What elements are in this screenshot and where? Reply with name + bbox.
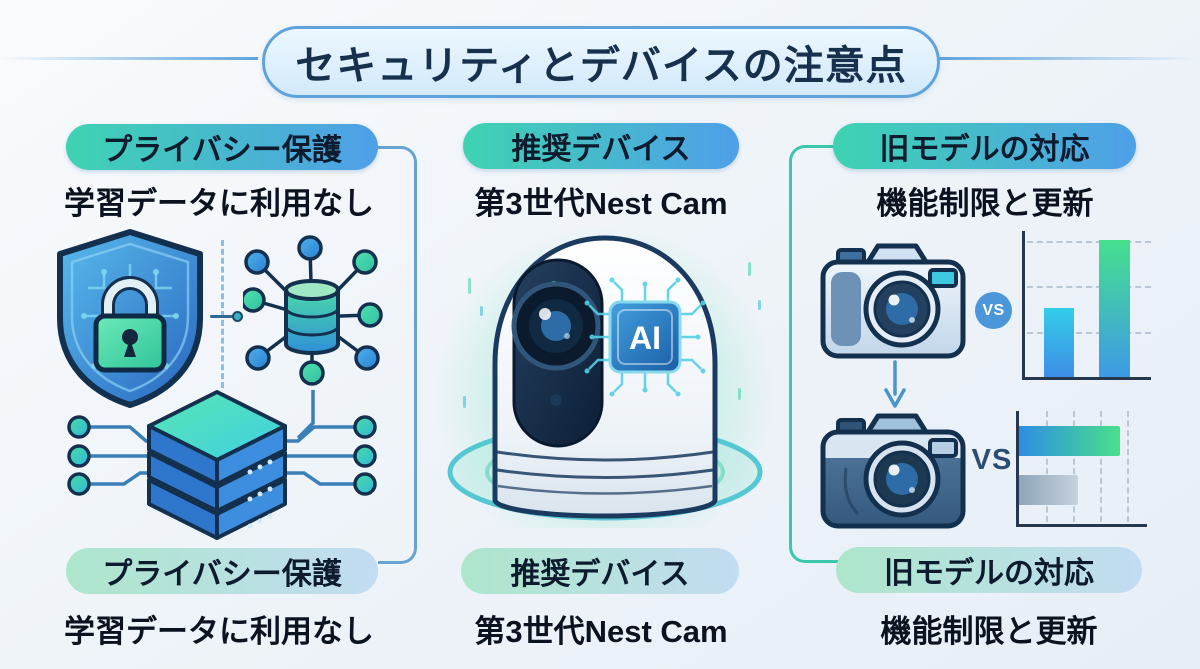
- vs-badge-label: VS: [982, 301, 1005, 319]
- legacy-bottom-pill-label: 旧モデルの対応: [884, 557, 1094, 590]
- circuit-dash: [480, 306, 483, 316]
- camera-new-icon: [820, 243, 966, 359]
- circuit-dash: [738, 388, 741, 400]
- bar-chart-vertical: [1022, 231, 1151, 380]
- server-stack-icon: [67, 390, 377, 540]
- title-connector-line-left: [0, 57, 258, 60]
- gridline: [1099, 411, 1102, 522]
- device-bottom-pill-label: 推奨デバイス: [510, 558, 690, 591]
- vs-badge: VS: [975, 292, 1012, 329]
- legacy-bottom-pill: 旧モデルの対応: [836, 547, 1142, 593]
- connector-dot: [232, 311, 243, 322]
- device-top-pill-label: 推奨デバイス: [511, 133, 691, 166]
- circuit-dash: [758, 300, 761, 310]
- privacy-top-pill-label: プライバシー保護: [102, 134, 342, 167]
- device-bottom-caption: 第3世代Nest Cam: [474, 614, 728, 649]
- hbar-new-model: [1019, 425, 1121, 457]
- gridline: [1072, 411, 1075, 522]
- nest-cam-illustration: AI: [447, 235, 763, 521]
- privacy-bottom-caption: 学習データに利用なし: [64, 614, 374, 649]
- gridline: [1045, 411, 1048, 522]
- vbar-new-model: [1099, 239, 1130, 377]
- gridline: [1027, 331, 1151, 334]
- gridline: [1126, 411, 1129, 522]
- privacy-bracket: [378, 146, 417, 564]
- gridline: [1027, 241, 1151, 244]
- down-arrow-icon: [884, 360, 906, 408]
- circuit-dash: [463, 396, 466, 408]
- privacy-top-caption: 学習データに利用なし: [64, 186, 374, 221]
- legacy-bracket: [789, 145, 838, 563]
- network-nodes-icon: [243, 235, 383, 386]
- legacy-bottom-caption: 機能制限と更新: [880, 614, 1098, 649]
- device-top-pill: 推奨デバイス: [463, 123, 739, 169]
- page-title: セキュリティとデバイスの注意点: [262, 26, 940, 98]
- privacy-top-pill: プライバシー保護: [66, 124, 378, 170]
- bar-chart-horizontal: [1016, 411, 1147, 527]
- privacy-bottom-pill-label: プライバシー保護: [102, 558, 342, 591]
- circuit-dash: [748, 262, 751, 276]
- connector-line: [210, 315, 236, 318]
- legacy-top-caption: 機能制限と更新: [876, 186, 1094, 221]
- camera-old-icon: [820, 413, 966, 529]
- gridline: [1027, 286, 1151, 289]
- device-bottom-pill: 推奨デバイス: [461, 548, 739, 594]
- device-top-caption: 第3世代Nest Cam: [474, 186, 728, 221]
- legacy-top-pill-label: 旧モデルの対応: [879, 133, 1090, 166]
- legacy-top-pill: 旧モデルの対応: [833, 123, 1136, 169]
- vs-label: VS: [971, 444, 1013, 476]
- vbar-old-model: [1043, 308, 1075, 377]
- dashed-divider: [221, 240, 224, 388]
- circuit-dash: [468, 278, 471, 294]
- ai-chip-label: AI: [629, 320, 661, 356]
- title-connector-line-right: [938, 57, 1200, 60]
- hbar-old-model: [1019, 475, 1078, 505]
- page-title-text: セキュリティとデバイスの注意点: [295, 44, 907, 88]
- privacy-bottom-pill: プライバシー保護: [66, 548, 378, 594]
- shield-lock-icon: [57, 229, 203, 408]
